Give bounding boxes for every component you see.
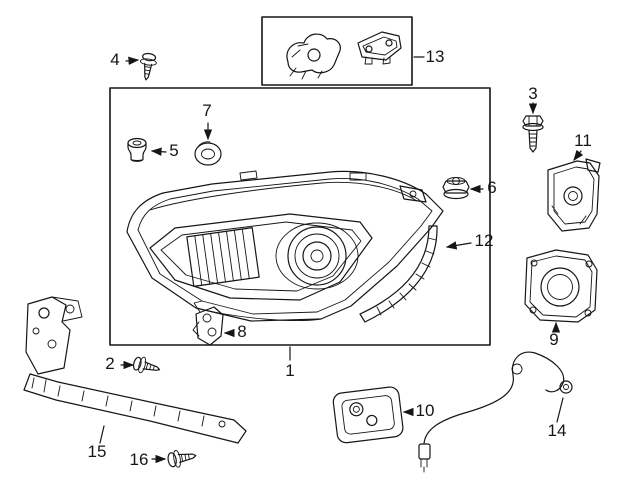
callout-9: 9 [549,330,559,349]
part-13-bracket-right-drawing [357,31,402,65]
part-14-hose-drawing [418,351,573,473]
part-3-bolt-drawing [522,115,544,153]
callout-13: 13 [425,47,445,66]
callout-15: 15 [87,442,107,461]
part-5-grommet-drawing [127,137,147,162]
part-15-bracket-drawing [23,296,247,444]
part-12-trim-strip-drawing [359,225,438,323]
callout-4: 4 [110,50,120,69]
part-10-control-module-drawing [332,386,404,444]
callout-6: 6 [487,178,497,197]
callout-11: 11 [574,131,592,150]
callout-2: 2 [105,354,115,373]
assembly-boundary-box [109,87,491,346]
bracket-kit-box [261,16,413,86]
part-9-module-drawing [524,249,598,323]
part-13-bracket-left-drawing [286,33,341,80]
callout-14: 14 [547,421,567,440]
callout-16: 16 [129,450,149,469]
callout-8: 8 [237,322,247,341]
part-8-bracket-drawing [192,300,224,346]
part-6-nut-drawing [442,177,470,200]
callout-12: 12 [474,231,494,250]
callout-1: 1 [285,361,295,380]
callout-10: 10 [415,401,435,420]
part-4-screw-drawing [140,52,157,81]
leader-lines [99,56,584,464]
part-2-screw-drawing [132,356,161,374]
part-11-bracket-drawing [547,158,601,232]
part-16-screw-drawing [167,450,197,468]
callout-7: 7 [202,101,212,120]
callout-5: 5 [169,141,179,160]
callout-3: 3 [528,84,538,103]
part-7-seal-drawing [194,141,222,166]
part-1-headlamp-drawing [126,170,444,322]
